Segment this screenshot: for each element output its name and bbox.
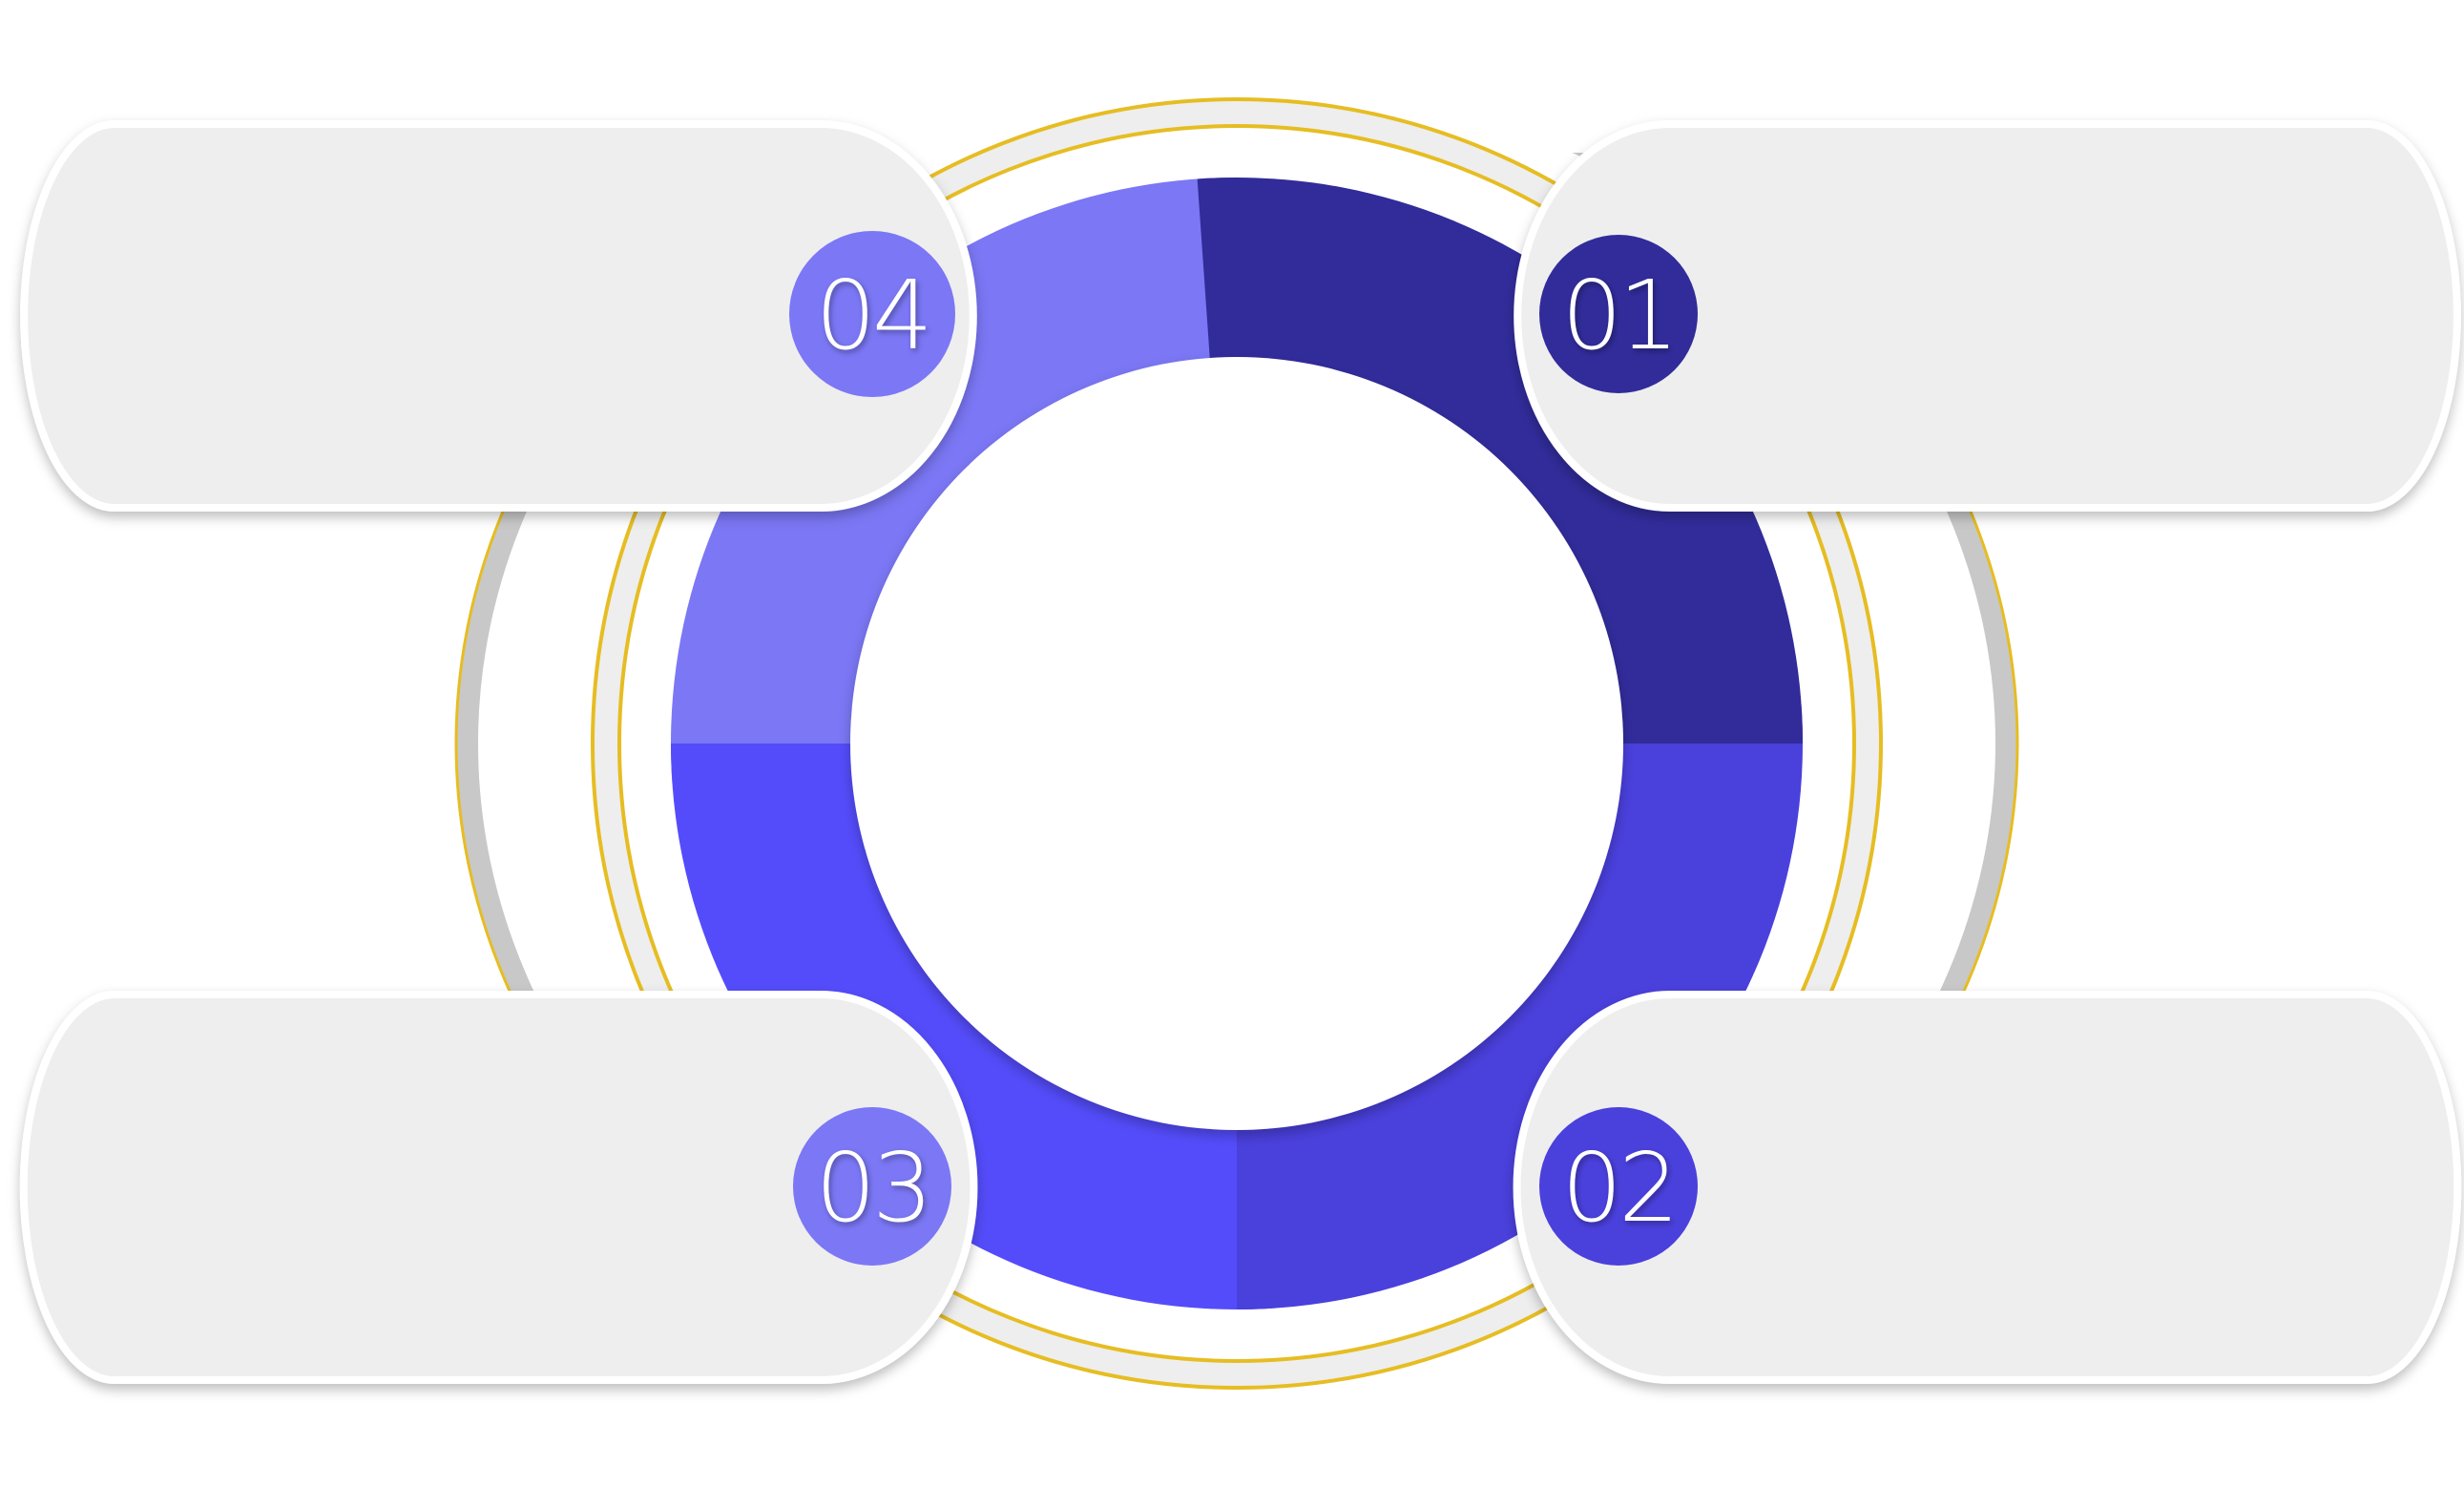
- step-badge-01: 01: [1539, 235, 1698, 393]
- step-badge-03: 03: [793, 1107, 951, 1266]
- step-box-01: [1514, 120, 2461, 512]
- step-number-04: 04: [815, 260, 929, 371]
- step-box-03: [19, 991, 978, 1384]
- step-box-04: [20, 120, 977, 512]
- step-badge-04: 04: [789, 231, 955, 397]
- step-number-03: 03: [815, 1132, 929, 1244]
- accent-ring: [591, 97, 1883, 1390]
- donut-center: [850, 357, 1623, 1130]
- step-badge-02: 02: [1539, 1107, 1698, 1266]
- step-box-02: [1513, 991, 2462, 1384]
- step-number-02: 02: [1561, 1132, 1675, 1244]
- step-number-01: 01: [1561, 260, 1675, 371]
